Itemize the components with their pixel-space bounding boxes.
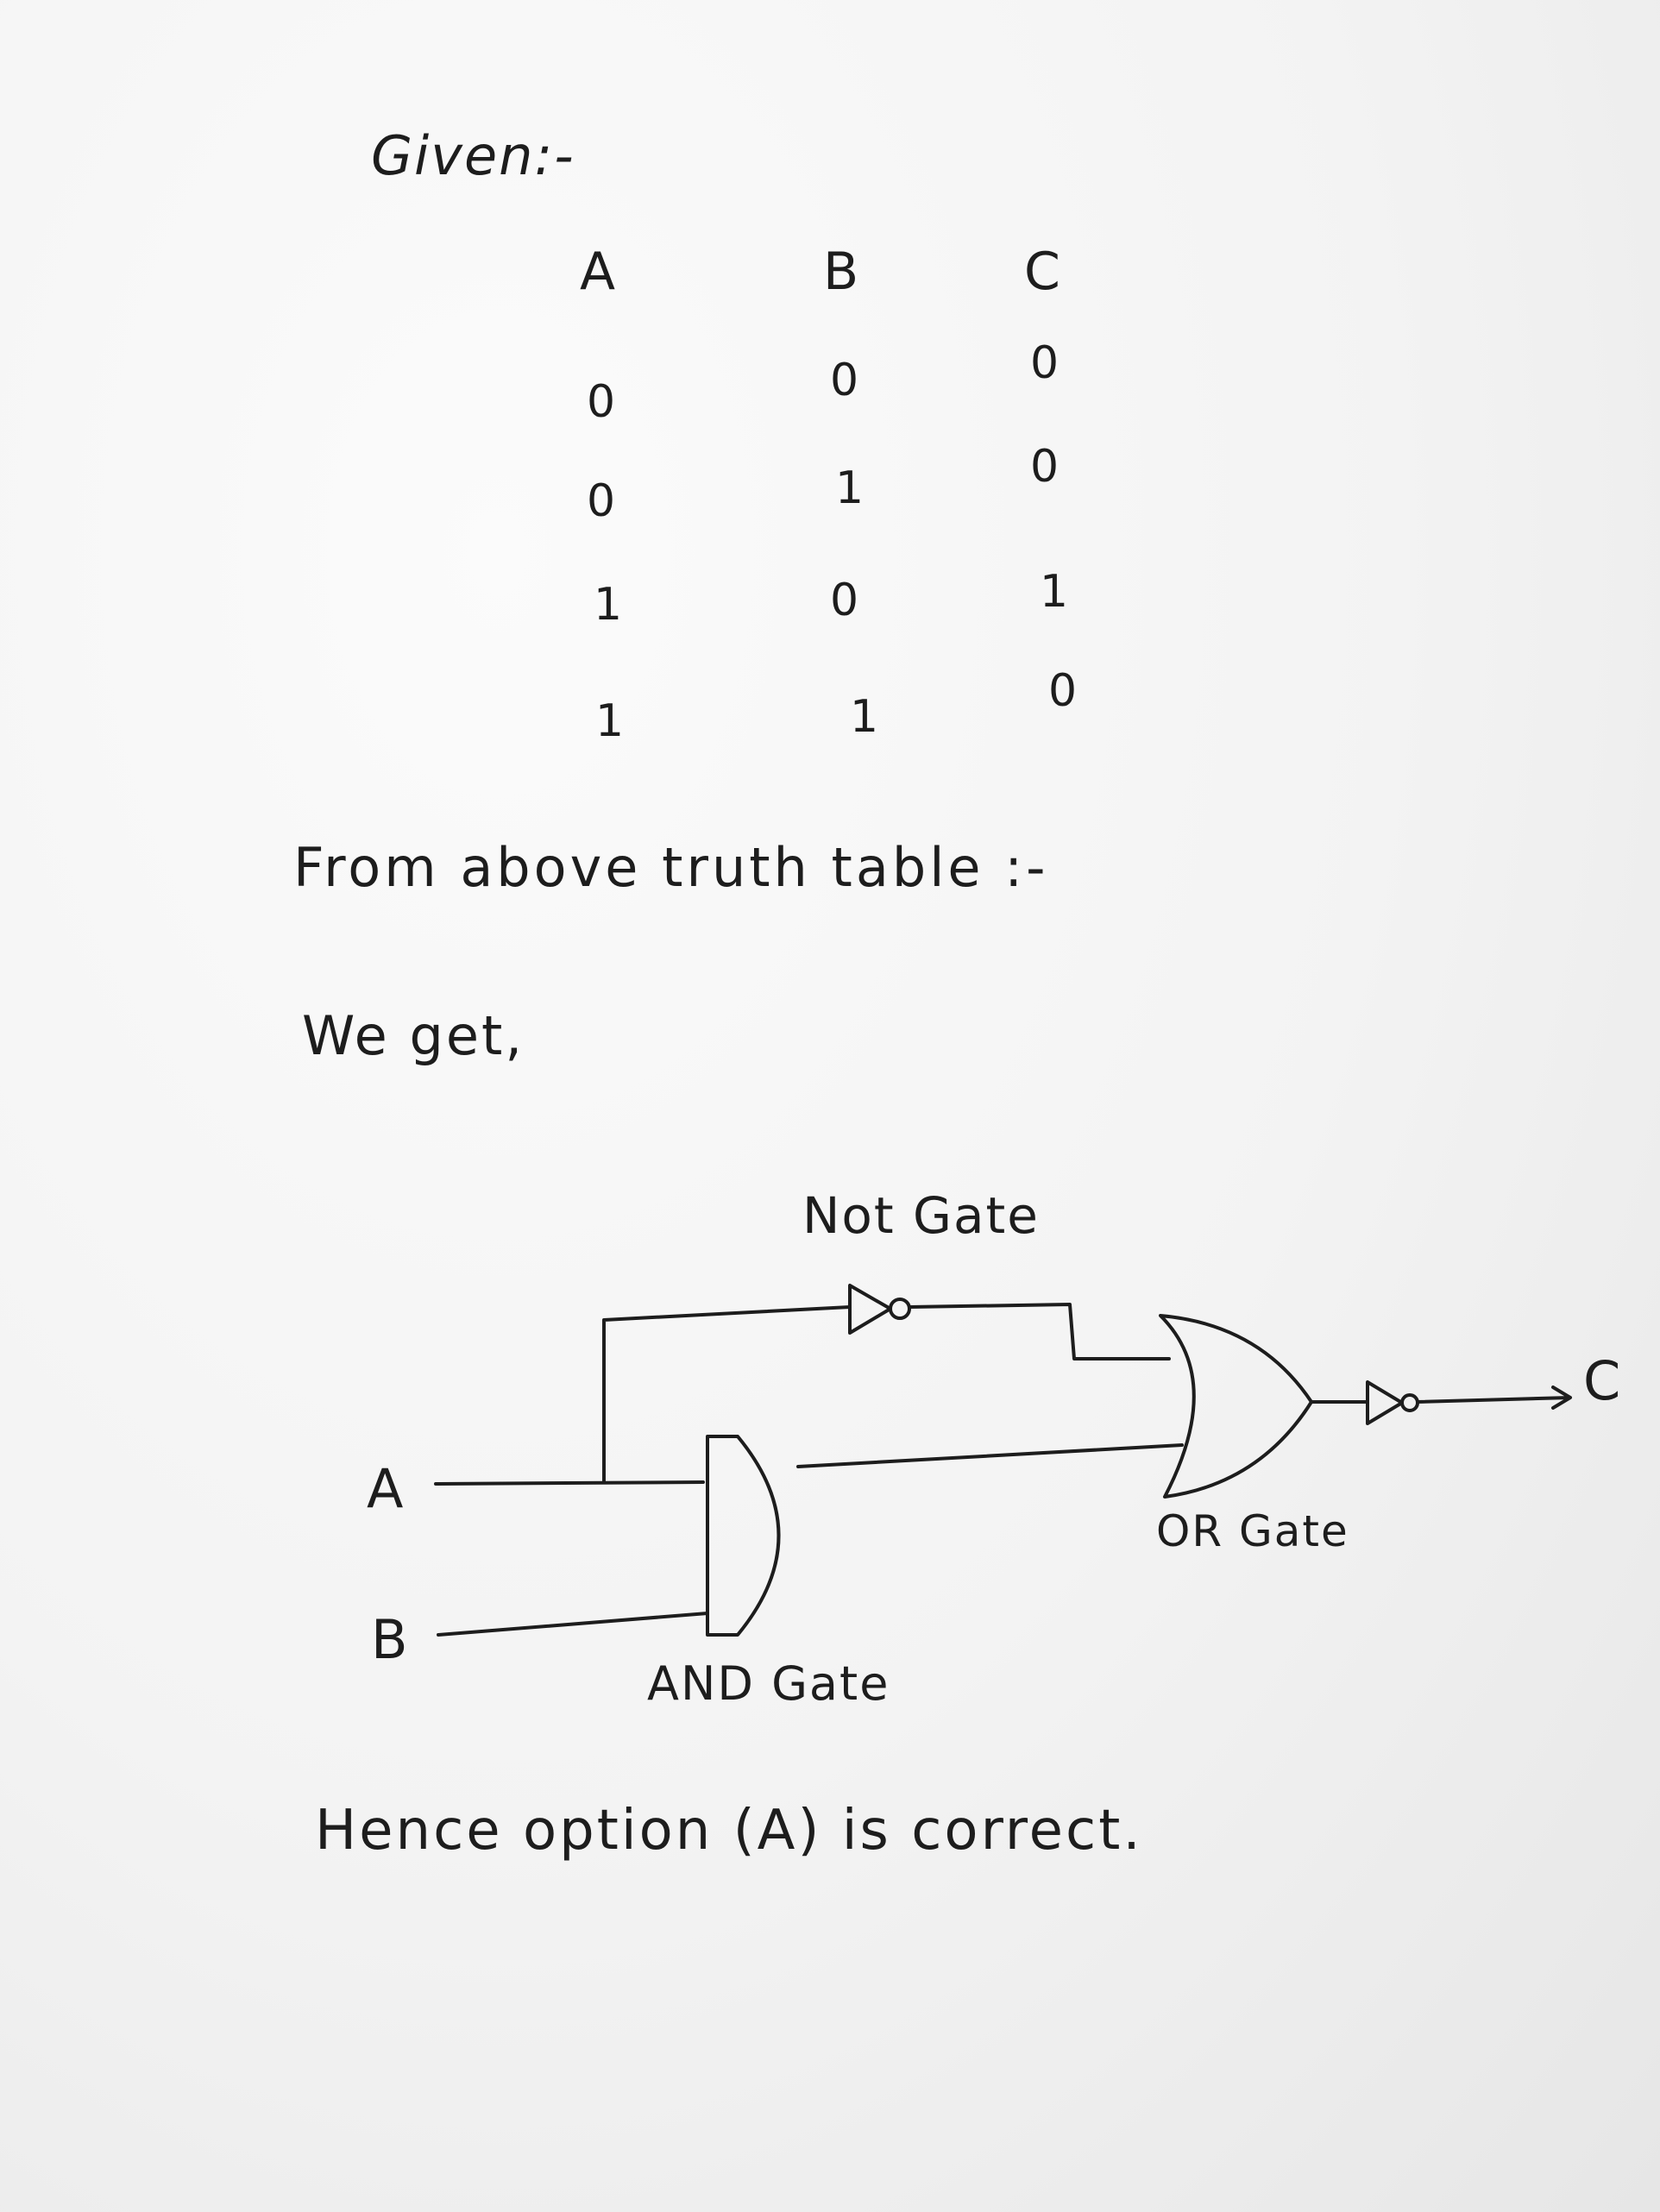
input-a-label: A <box>367 1457 406 1520</box>
or-gate-symbol <box>1159 1314 1313 1499</box>
truth-table-cell: 0 <box>587 475 618 527</box>
truth-table-cell: 1 <box>850 691 881 743</box>
output-arrow <box>1416 1386 1572 1410</box>
wire-input-a <box>434 1480 705 1486</box>
wire-not-to-or <box>908 1303 1171 1361</box>
output-not-gate-bubble <box>1400 1393 1419 1412</box>
not-gate-symbol <box>848 1284 892 1335</box>
wire-and-to-or <box>796 1443 1184 1468</box>
or-gate-label: OR Gate <box>1156 1506 1349 1556</box>
truth-table-cell: 1 <box>1040 566 1071 618</box>
and-gate-label: AND Gate <box>647 1656 890 1711</box>
truth-table-header-a: A <box>580 242 618 302</box>
truth-table-header-b: B <box>823 242 861 302</box>
truth-table-cell: 1 <box>835 462 866 514</box>
wire-input-b <box>437 1612 709 1637</box>
truth-table-header-c: C <box>1024 242 1062 302</box>
truth-table-cell: 0 <box>1030 441 1061 493</box>
not-gate-label: Not Gate <box>802 1186 1040 1245</box>
and-gate-symbol <box>706 1435 781 1637</box>
wire-branch-to-not <box>602 1305 852 1484</box>
given-heading: Given:- <box>371 124 575 187</box>
output-c-label: C <box>1583 1349 1623 1412</box>
truth-table-cell: 1 <box>595 695 626 747</box>
truth-table-cell: 0 <box>1030 337 1061 389</box>
from-truth-table-line: From above truth table :- <box>293 836 1049 899</box>
truth-table-cell: 0 <box>830 355 861 406</box>
conclusion-text: Hence option (A) is correct. <box>315 1799 1143 1863</box>
truth-table-cell: 0 <box>830 575 861 626</box>
not-gate-bubble <box>889 1298 911 1320</box>
input-b-label: B <box>371 1608 410 1671</box>
truth-table-cell: 0 <box>587 376 618 428</box>
truth-table-cell: 0 <box>1048 665 1079 717</box>
truth-table-cell: 1 <box>594 579 625 631</box>
output-not-gate-symbol <box>1366 1380 1404 1425</box>
we-get-line: We get, <box>302 1004 525 1067</box>
